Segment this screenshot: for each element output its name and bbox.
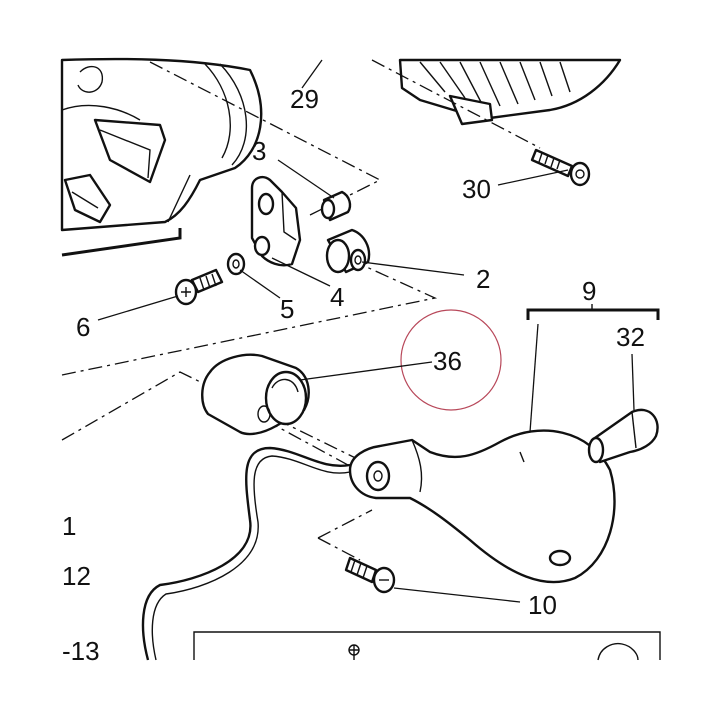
inset-detail-box xyxy=(193,631,661,661)
label-part-3: 3 xyxy=(252,136,266,166)
part-9-brace xyxy=(526,304,660,320)
lamp-wire xyxy=(141,446,351,661)
label-part-9: 9 xyxy=(582,276,596,306)
part-10-screw xyxy=(344,556,396,594)
label-part-29: 29 xyxy=(290,84,319,114)
label-part-12: 12 xyxy=(62,561,91,591)
part-5-washer xyxy=(226,252,246,276)
highlight-circle xyxy=(400,309,502,411)
part-2-bushing xyxy=(325,228,371,274)
part-3-spacer xyxy=(320,190,352,222)
label-part-6: 6 xyxy=(76,312,90,342)
label-part-10: 10 xyxy=(528,590,557,620)
label-part-1: 1 xyxy=(62,511,76,541)
headlight-housing-fragment xyxy=(60,57,263,257)
label-part-2: 2 xyxy=(476,264,490,294)
rear-light-housing-fragment xyxy=(398,58,622,126)
part-36-rubber-mount xyxy=(201,353,310,436)
part-9-turn-signal xyxy=(348,429,616,584)
label-part-30: 30 xyxy=(462,174,491,204)
label-part-5: 5 xyxy=(280,294,294,324)
label-part-32: 32 xyxy=(616,322,645,352)
part-32-bulb xyxy=(587,408,659,464)
label-part-36: 36 xyxy=(433,346,462,376)
label-part-4: 4 xyxy=(330,282,344,312)
label-part-13: -13 xyxy=(62,636,100,666)
part-30-bolt xyxy=(530,148,591,187)
leader-lines xyxy=(97,59,635,603)
part-4-bracket xyxy=(250,176,302,267)
part-6-screw xyxy=(174,268,224,306)
